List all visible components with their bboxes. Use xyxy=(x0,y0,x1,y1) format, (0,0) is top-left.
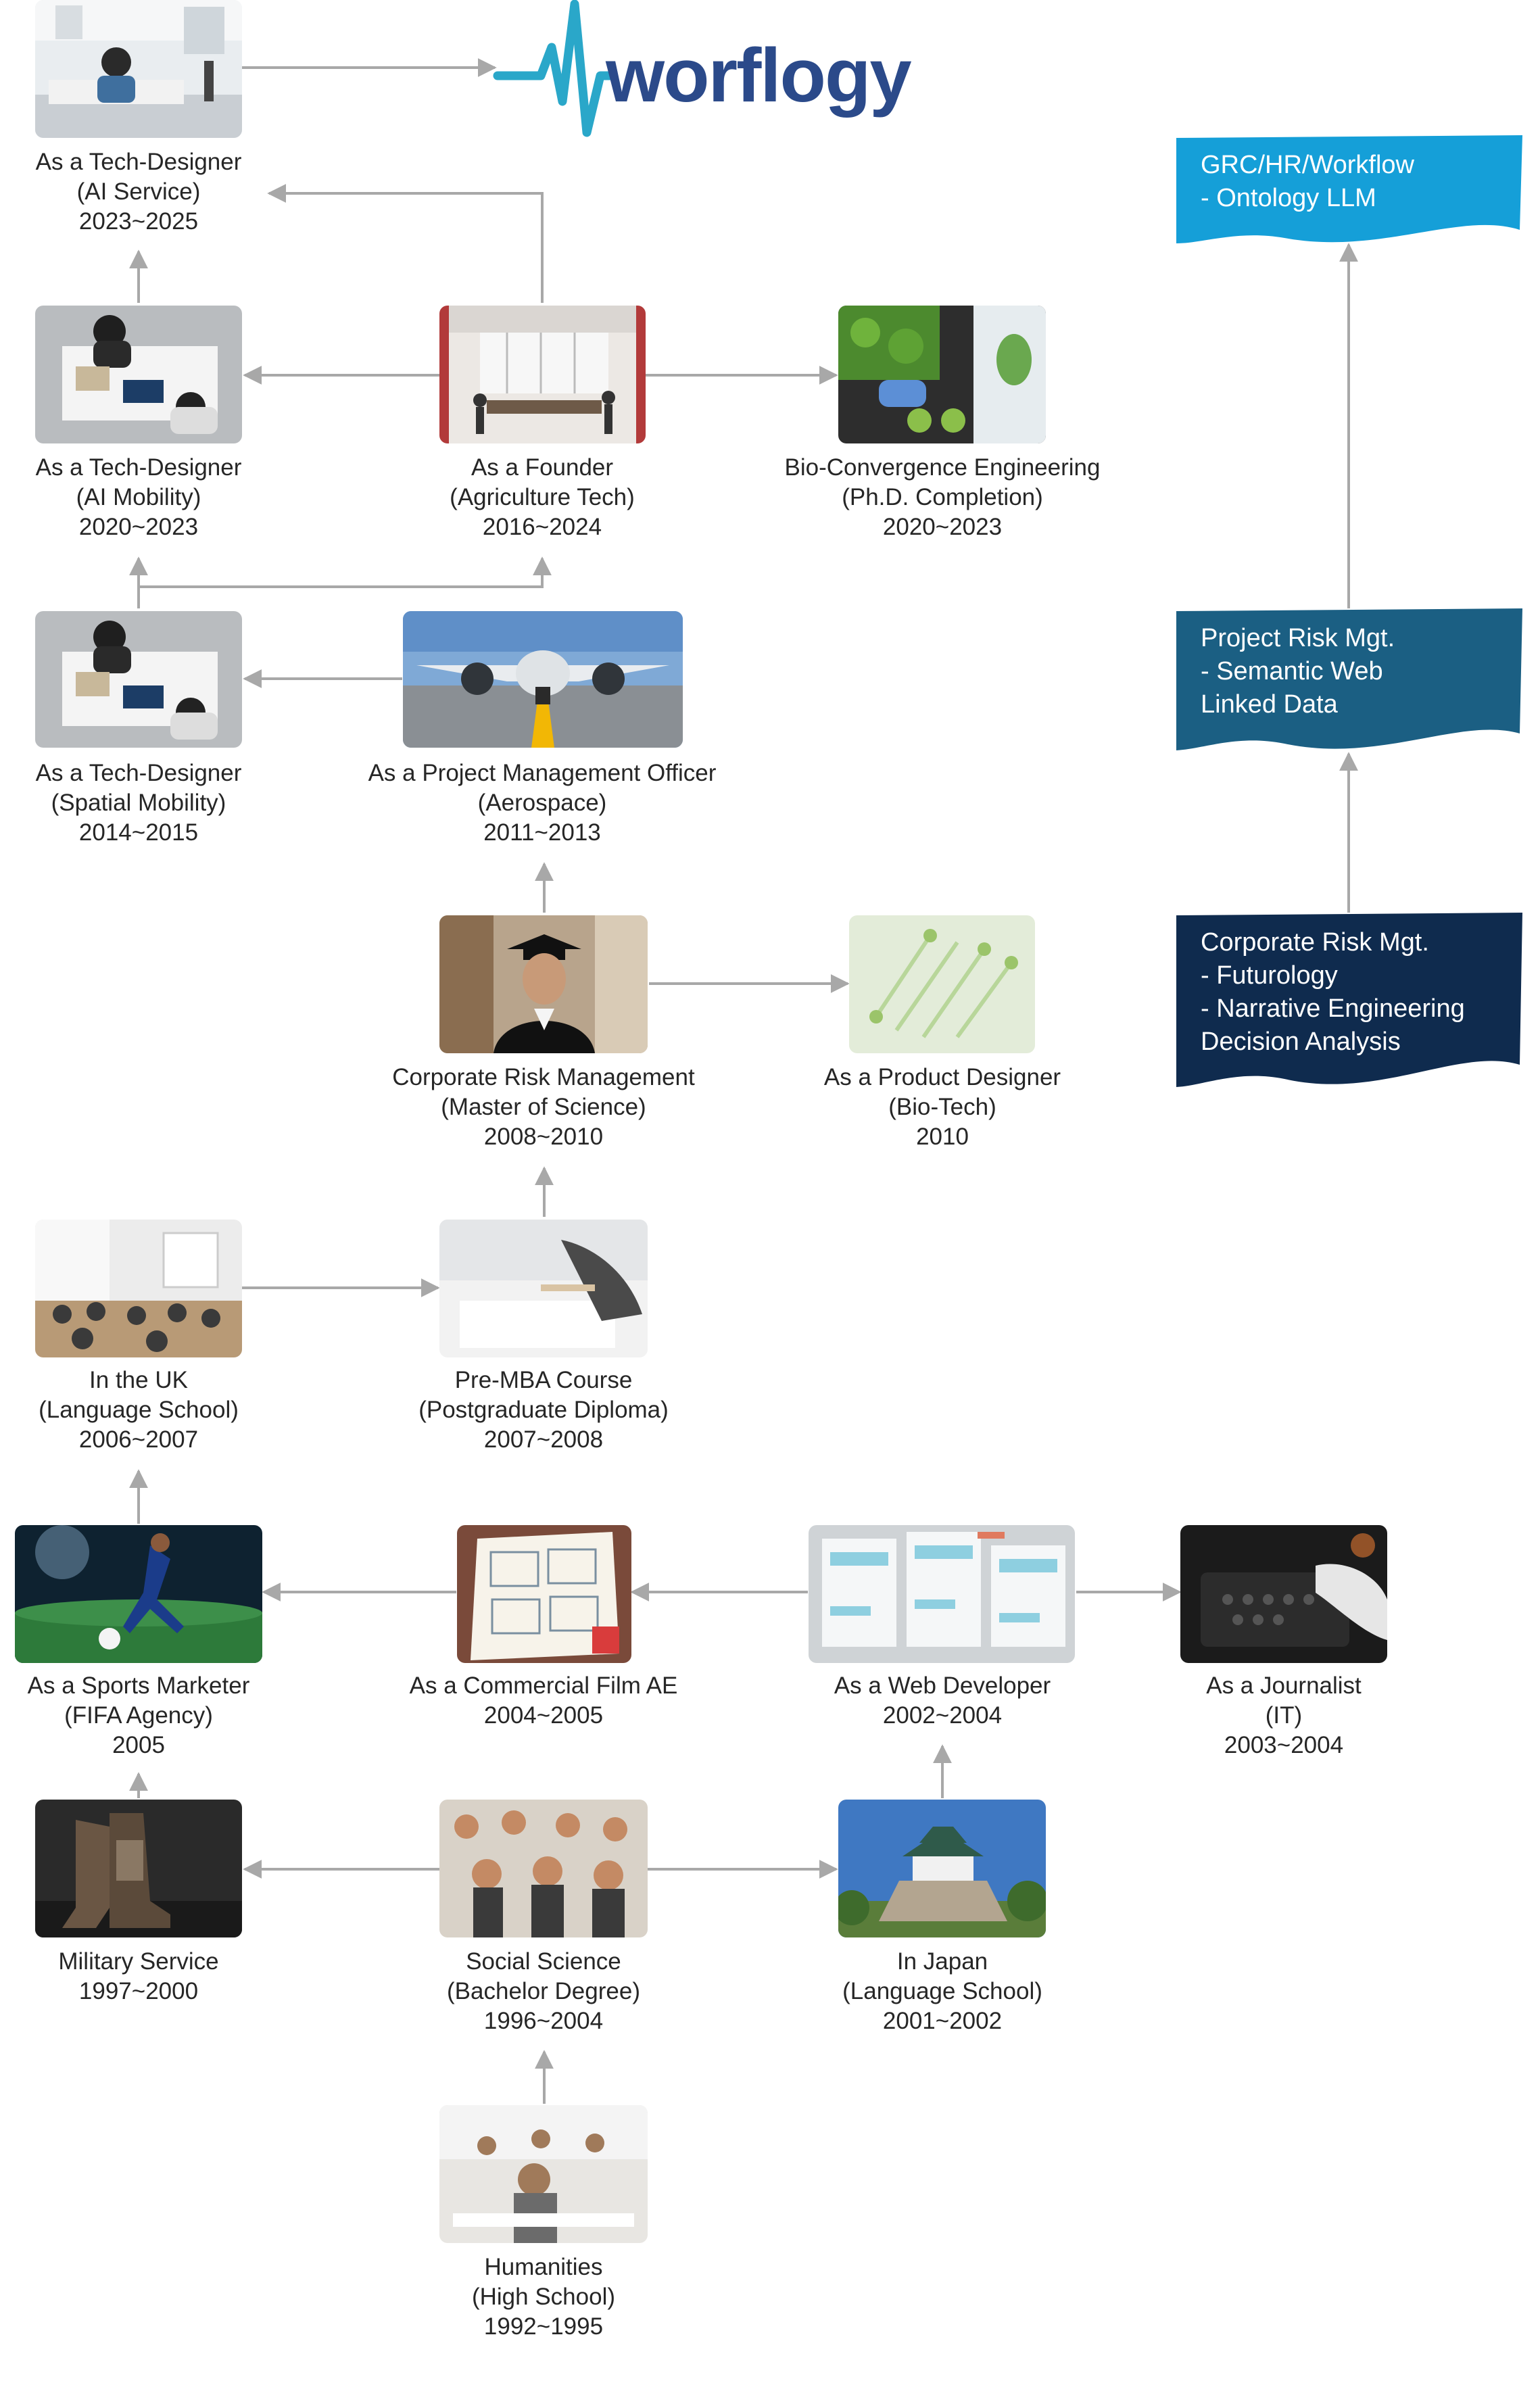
designers-at-table-photo xyxy=(35,306,242,443)
node-social-science-line-1: Social Science xyxy=(466,1948,621,1975)
node-film-ae-line-2: 2004~2005 xyxy=(483,1702,604,1729)
node-ai-service-line-3: 2023~2025 xyxy=(78,208,199,235)
node-social-science-line-3: 1996~2004 xyxy=(483,2008,604,2034)
node-military-line-2: 1997~2000 xyxy=(78,1978,199,2004)
wireframes-photo xyxy=(809,1525,1075,1663)
arrow-spatial-to-founder xyxy=(137,556,552,608)
banner-corporate-risk: Corporate Risk Mgt. - Futurology - Narra… xyxy=(1176,913,1522,1115)
node-humanities-line-3: 1992~1995 xyxy=(483,2313,604,2340)
node-risk-management-ms-line-1: Corporate Risk Management xyxy=(392,1064,695,1090)
office-workspace-photo xyxy=(35,0,242,138)
node-pre-mba-line-1: Pre-MBA Course xyxy=(454,1367,633,1393)
node-uk-line-3: 2006~2007 xyxy=(78,1426,199,1453)
node-pmo-line-2: (Aerospace) xyxy=(477,790,607,816)
node-spatial-mobility-line-2: (Spatial Mobility) xyxy=(51,790,226,816)
banner-crm-line-2: - Futurology xyxy=(1201,961,1338,990)
node-risk-management-ms-line-3: 2008~2010 xyxy=(483,1124,604,1150)
banner-crm-line-1: Corporate Risk Mgt. xyxy=(1201,928,1429,957)
node-web-developer-line-1: As a Web Developer xyxy=(834,1672,1051,1699)
banner-prm-line-1: Project Risk Mgt. xyxy=(1201,624,1395,652)
node-ai-mobility-line-1: As a Tech-Designer xyxy=(35,454,242,481)
node-founder-line-2: (Agriculture Tech) xyxy=(450,484,635,510)
node-japan-line-1: In Japan xyxy=(896,1948,988,1975)
banner-prm-line-2: - Semantic Web xyxy=(1201,657,1383,685)
typewriter-photo xyxy=(1180,1525,1387,1663)
node-bio-convergence-line-1: Bio-Convergence Engineering xyxy=(784,454,1101,481)
node-uk-line-2: (Language School) xyxy=(39,1397,239,1423)
node-sports-marketer-line-2: (FIFA Agency) xyxy=(64,1702,213,1729)
arrow-founder-to-ai-service xyxy=(267,184,544,303)
node-product-designer-line-1: As a Product Designer xyxy=(823,1064,1061,1090)
microscope-cells-photo xyxy=(849,915,1035,1053)
designers-at-table-photo xyxy=(35,611,242,748)
node-japan-line-2: (Language School) xyxy=(842,1978,1042,2004)
node-sports-marketer-line-1: As a Sports Marketer xyxy=(27,1672,250,1699)
banner-prm-line-3: Linked Data xyxy=(1201,690,1338,719)
node-ai-service-line-1: As a Tech-Designer xyxy=(35,149,242,175)
open-office-photo xyxy=(439,306,646,443)
banner-project-risk: Project Risk Mgt. - Semantic Web Linked … xyxy=(1176,608,1522,764)
node-founder-line-1: As a Founder xyxy=(471,454,614,481)
node-ai-service-line-2: (AI Service) xyxy=(76,178,201,205)
banner-crm-line-4: Decision Analysis xyxy=(1201,1028,1401,1056)
lab-plants-photo xyxy=(838,306,1046,443)
node-film-ae-line-1: As a Commercial Film AE xyxy=(409,1672,678,1699)
node-journalist-line-1: As a Journalist xyxy=(1206,1672,1362,1699)
node-sports-marketer-line-3: 2005 xyxy=(112,1732,165,1758)
node-spatial-mobility-line-1: As a Tech-Designer xyxy=(35,760,242,786)
banner-grc-hr-workflow: GRC/HR/Workflow - Ontology LLM xyxy=(1176,135,1522,249)
node-pmo-line-3: 2011~2013 xyxy=(483,819,601,846)
graduate-photo xyxy=(439,915,648,1053)
node-pmo-line-1: As a Project Management Officer xyxy=(368,760,717,786)
node-founder-line-3: 2016~2024 xyxy=(482,514,602,540)
node-journalist-line-3: 2003~2004 xyxy=(1224,1732,1344,1758)
airplane-runway-photo xyxy=(403,611,683,748)
node-japan-line-3: 2001~2002 xyxy=(882,2008,1003,2034)
node-military-line-1: Military Service xyxy=(58,1948,219,1975)
classroom-lecture-photo xyxy=(35,1220,242,1357)
node-pre-mba-line-3: 2007~2008 xyxy=(483,1426,604,1453)
node-social-science-line-2: (Bachelor Degree) xyxy=(447,1978,640,2004)
node-pre-mba-line-2: (Postgraduate Diploma) xyxy=(418,1397,669,1423)
banner-grc-line-2: - Ontology LLM xyxy=(1201,184,1376,212)
node-product-designer-line-2: (Bio-Tech) xyxy=(888,1094,996,1120)
node-web-developer-line-2: 2002~2004 xyxy=(882,1702,1003,1729)
node-uk-line-1: In the UK xyxy=(89,1367,188,1393)
node-ai-mobility-line-3: 2020~2023 xyxy=(78,514,199,540)
students-exam-photo xyxy=(439,2105,648,2243)
worflogy-logo: worflogy xyxy=(492,0,912,142)
node-humanities-line-2: (High School) xyxy=(471,2284,616,2310)
japanese-castle-photo xyxy=(838,1800,1046,1937)
node-bio-convergence-line-3: 2020~2023 xyxy=(882,514,1003,540)
pulse-wave-icon xyxy=(493,0,617,137)
node-ai-mobility-line-2: (AI Mobility) xyxy=(76,484,201,510)
students-lecture-photo xyxy=(439,1800,648,1937)
storyboard-sketch-photo xyxy=(457,1525,631,1663)
football-stadium-photo xyxy=(15,1525,262,1663)
logo-wordmark: worflogy xyxy=(606,33,912,118)
node-spatial-mobility-line-3: 2014~2015 xyxy=(78,819,199,846)
node-journalist-line-2: (IT) xyxy=(1265,1702,1303,1729)
writing-notebook-photo xyxy=(439,1220,648,1357)
node-bio-convergence-line-2: (Ph.D. Completion) xyxy=(842,484,1043,510)
node-risk-management-ms-line-2: (Master of Science) xyxy=(441,1094,646,1120)
node-product-designer-line-3: 2010 xyxy=(916,1124,969,1150)
banner-grc-line-1: GRC/HR/Workflow xyxy=(1201,151,1414,179)
node-humanities-line-1: Humanities xyxy=(484,2254,603,2280)
banner-crm-line-3: - Narrative Engineering xyxy=(1201,994,1465,1023)
boots-photo xyxy=(35,1800,242,1937)
